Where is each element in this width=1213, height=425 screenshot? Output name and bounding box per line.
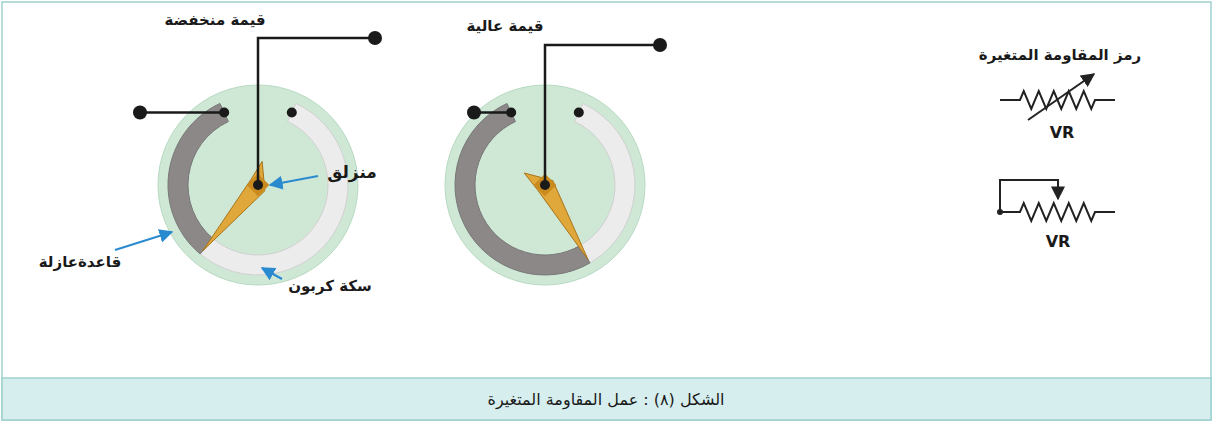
part-name: منزلق [327, 162, 377, 182]
wiper [524, 173, 588, 259]
resistor-symbol [1000, 203, 1115, 221]
variable-arrow [1028, 74, 1094, 120]
terminal [467, 105, 481, 119]
terminal [574, 107, 584, 117]
wiper-wire [545, 45, 660, 185]
terminal-wire [140, 111, 224, 114]
figure-caption: الشكل (٨) : عمل المقاومة المتغيرة [488, 390, 725, 409]
terminal [133, 105, 147, 119]
wiper [203, 161, 265, 251]
part-name: قاعدةعازلة [39, 253, 121, 271]
part-name: سكة كربون [288, 277, 372, 295]
symbol-title: رمز المقاومة المتغيرة [979, 46, 1141, 64]
value-label: قيمة منخفضة [164, 11, 265, 29]
terminal [506, 107, 516, 117]
leader-arrow [115, 232, 172, 250]
potentiometer [133, 31, 382, 285]
caption-band [2, 378, 1211, 420]
terminal [368, 31, 382, 45]
terminal [287, 107, 297, 117]
leader-arrow [262, 268, 282, 279]
terminal [219, 107, 229, 117]
wiper-pivot [253, 180, 263, 190]
symbol-name: VR [1050, 123, 1075, 142]
terminal [653, 38, 667, 52]
value-label: قيمة عالية [466, 17, 543, 35]
carbon-track-unused [575, 103, 635, 263]
leader-arrow [270, 176, 318, 185]
symbol-name: VR [1046, 232, 1071, 251]
potentiometer [445, 38, 667, 285]
wiper-pivot [540, 180, 550, 190]
junction-dot [997, 209, 1003, 215]
wiper-wire [1000, 180, 1058, 212]
carbon-track-unused [200, 103, 348, 275]
carbon-track-active [455, 103, 590, 275]
